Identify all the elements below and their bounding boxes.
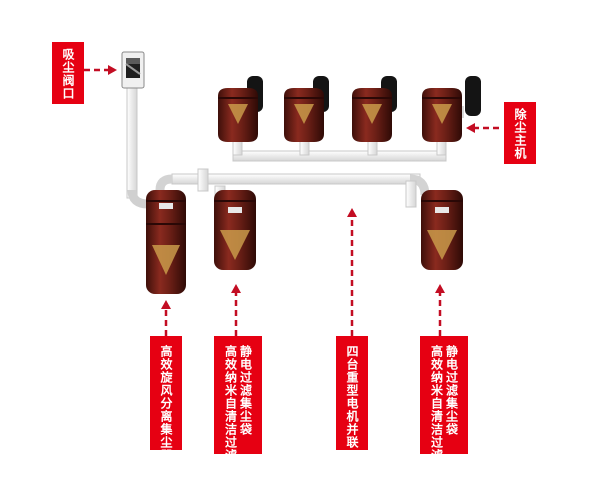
bag-filter-2-text-line2: 高效纳米自清洁过滤器 xyxy=(429,345,444,475)
arrow-head-left-icon xyxy=(466,123,475,133)
bag-filter-collector-2 xyxy=(421,190,463,270)
bag-filter-1-text-line1: 静电过滤集尘袋 xyxy=(238,345,253,436)
bag-filter-1-label: 静电过滤集尘袋 高效纳米自清洁过滤器 xyxy=(214,336,262,475)
arrow-heads xyxy=(108,65,475,309)
dust-collector-text: 除尘主机 xyxy=(513,108,527,160)
lower-header xyxy=(171,173,421,185)
motor-unit-4 xyxy=(422,76,481,142)
bag-filter-2-label: 静电过滤集尘袋 高效纳米自清洁过滤器 xyxy=(420,336,468,475)
dust-valve-text: 吸尘阀口 xyxy=(61,48,75,100)
right-riser xyxy=(405,180,417,208)
motor-unit-2 xyxy=(284,76,329,142)
motor-manifold xyxy=(232,150,447,162)
dust-valve-icon xyxy=(121,51,145,89)
mid-riser xyxy=(197,168,209,192)
arrow-head-right-icon xyxy=(108,65,117,75)
bag-filter-1-text-line2: 高效纳米自清洁过滤器 xyxy=(223,345,238,475)
left-elbow xyxy=(155,174,173,191)
arrow-head-up-icon xyxy=(347,208,357,217)
cyclone-text: 高效旋风分离集尘器 xyxy=(159,345,173,462)
valve-pipe xyxy=(126,87,138,199)
arrow-head-up-icon xyxy=(435,284,445,293)
motor-unit-1 xyxy=(218,76,263,142)
arrow-head-up-icon xyxy=(161,300,171,309)
bag-filter-2-text-line1: 静电过滤集尘袋 xyxy=(444,345,459,436)
arrow-head-up-icon xyxy=(231,284,241,293)
bag-filter-collector-1 xyxy=(214,190,256,270)
pointer-arrows xyxy=(84,68,499,336)
cyclone-collector xyxy=(146,190,186,294)
dust-collector-label: 除尘主机 xyxy=(504,102,536,164)
motor-unit-3 xyxy=(352,76,397,142)
four-motor-text: 四台重型电机并联 xyxy=(345,345,359,449)
dust-valve-label: 吸尘阀口 xyxy=(52,42,84,104)
cyclone-label: 高效旋风分离集尘器 xyxy=(150,336,182,462)
four-motor-label: 四台重型电机并联 xyxy=(336,336,368,450)
